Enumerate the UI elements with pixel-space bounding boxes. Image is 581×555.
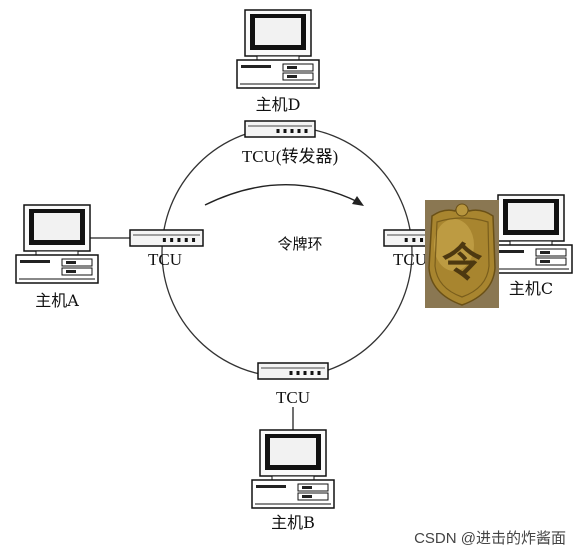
tcu-bottom — [257, 362, 329, 380]
host-c-computer-icon — [489, 194, 573, 274]
tcu-port — [296, 371, 300, 375]
drive-slot — [66, 261, 76, 264]
tcu-port — [289, 371, 293, 375]
case-panel-strip — [256, 485, 286, 488]
monitor-screen — [508, 203, 554, 230]
drive-bay — [282, 63, 314, 72]
host-d-computer-icon — [236, 9, 320, 89]
desktop-case — [236, 59, 320, 89]
monitor-screen — [255, 18, 301, 45]
tcu-port — [297, 129, 301, 133]
monitor-screen — [34, 213, 80, 240]
drive-bay — [535, 257, 567, 266]
tcu-port — [304, 129, 308, 133]
drive-bay — [297, 483, 329, 492]
drive-slot — [540, 251, 550, 254]
drive-slot — [540, 260, 550, 263]
ring-direction-arrowhead — [352, 196, 364, 206]
desktop-case — [15, 254, 99, 284]
drive-bay — [535, 248, 567, 257]
case-panel-strip — [241, 65, 271, 68]
watermark: CSDN @进击的炸酱面 — [414, 530, 566, 547]
tcu-port — [177, 238, 181, 242]
medallion-highlight — [434, 219, 474, 271]
monitor-screen — [270, 438, 316, 465]
tcu-port — [162, 238, 166, 242]
drive-slot — [66, 270, 76, 273]
tcu-port — [317, 371, 321, 375]
medallion-shield — [428, 204, 496, 306]
tcu-port — [303, 371, 307, 375]
tcu-port — [184, 238, 188, 242]
token-medallion: 令 — [425, 200, 499, 308]
case-panel-strip — [20, 260, 50, 263]
tcu-port — [276, 129, 280, 133]
tcu-port — [412, 238, 416, 242]
medallion-character: 令 — [442, 239, 483, 286]
host-c-label: 主机C — [509, 279, 553, 298]
host-a-computer-icon — [15, 204, 99, 284]
tcu-right-label: TCU — [393, 250, 427, 269]
medallion-top-knob — [455, 203, 469, 217]
tcu-port — [420, 238, 424, 242]
host-d-label: 主机D — [256, 95, 301, 114]
tcu-left-label: TCU — [148, 250, 182, 269]
drive-slot — [287, 66, 297, 69]
drive-bay — [61, 258, 93, 267]
ring-label: 令牌环 — [277, 235, 322, 253]
drive-slot — [302, 486, 312, 489]
desktop-case — [251, 479, 335, 509]
tcu-right — [383, 229, 431, 247]
tcu-port — [192, 238, 196, 242]
tcu-port — [170, 238, 174, 242]
tcu-port — [404, 238, 408, 242]
case-panel-strip — [494, 250, 524, 253]
tcu-port — [283, 129, 287, 133]
ring-direction-arrow — [204, 184, 359, 206]
host-b-computer-icon — [251, 429, 335, 509]
host-a-label: 主机A — [35, 291, 79, 310]
tcu-port — [310, 371, 314, 375]
desktop-case — [489, 244, 573, 274]
drive-bay — [61, 267, 93, 276]
medallion-inner-rim — [434, 217, 490, 298]
tcu-top-label: TCU(转发器) — [242, 147, 338, 166]
host-b-label: 主机B — [271, 513, 315, 532]
drive-bay — [297, 492, 329, 501]
tcu-port — [290, 129, 294, 133]
tcu-left — [129, 229, 204, 247]
drive-slot — [302, 495, 312, 498]
tcu-bottom-label: TCU — [276, 388, 310, 407]
drive-slot — [287, 75, 297, 78]
drive-bay — [282, 72, 314, 81]
tcu-top — [244, 120, 316, 138]
